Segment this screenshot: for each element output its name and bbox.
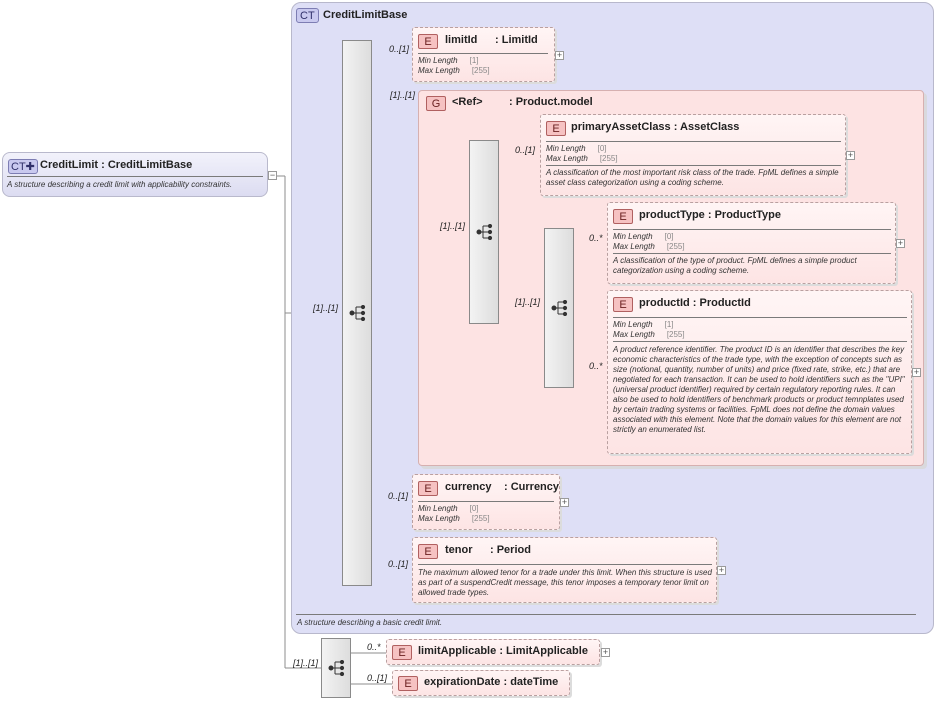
divider bbox=[7, 176, 263, 177]
primary-asset-class-facets: Min Length[0] Max Length[255] bbox=[546, 144, 618, 163]
bottom-sequence-cardinality: [1]..[1] bbox=[293, 658, 319, 668]
ct-badge-icon: CT✚ bbox=[8, 159, 38, 174]
expand-icon[interactable]: + bbox=[601, 647, 610, 657]
tenor-type: : Period bbox=[490, 544, 531, 556]
element-badge-icon: E bbox=[418, 544, 438, 559]
product-type-description: A classification of the type of product.… bbox=[613, 256, 857, 275]
product-id-cardinality: 0..* bbox=[589, 361, 603, 371]
limit-applicable-name: limitApplicable : LimitApplicable bbox=[418, 645, 588, 657]
credit-limit-name: CreditLimit : CreditLimitBase bbox=[40, 159, 193, 171]
product-id-description: A product reference identifier. The prod… bbox=[613, 345, 905, 434]
element-badge-icon: E bbox=[418, 481, 438, 496]
expand-icon[interactable]: + bbox=[555, 50, 564, 60]
limit-applicable-cardinality: 0..* bbox=[367, 642, 381, 652]
product-type-name: productType : ProductType bbox=[639, 209, 781, 221]
product-type-element[interactable]: E productType : ProductType Min Length[0… bbox=[607, 202, 896, 284]
product-type-cardinality: 0..* bbox=[589, 233, 603, 243]
ref-group-name: <Ref> bbox=[452, 96, 483, 108]
tenor-name: tenor bbox=[445, 544, 473, 556]
primary-asset-class-name: primaryAssetClass : AssetClass bbox=[571, 121, 740, 133]
element-badge-icon: E bbox=[613, 209, 633, 224]
divider bbox=[613, 229, 891, 230]
expand-icon[interactable]: + bbox=[717, 565, 726, 575]
sequence-icon bbox=[476, 224, 493, 240]
expand-icon[interactable]: + bbox=[846, 150, 855, 160]
credit-limit-base-description: A structure describing a basic credit li… bbox=[297, 618, 443, 627]
ct-badge-icon: CT bbox=[296, 8, 319, 23]
divider bbox=[546, 165, 841, 166]
sequence-icon bbox=[551, 300, 568, 316]
divider bbox=[546, 141, 841, 142]
divider bbox=[613, 317, 907, 318]
product-id-facets: Min Length[1] Max Length[255] bbox=[613, 320, 685, 339]
main-sequence[interactable] bbox=[342, 40, 372, 586]
sequence-icon bbox=[349, 305, 366, 321]
element-badge-icon: E bbox=[392, 645, 412, 660]
credit-limit-base-name: CreditLimitBase bbox=[323, 9, 408, 21]
divider bbox=[613, 341, 907, 342]
divider bbox=[613, 253, 891, 254]
inner-sequence-1-cardinality: [1]..[1] bbox=[440, 221, 466, 231]
currency-facets: Min Length[0] Max Length[255] bbox=[418, 504, 490, 523]
credit-limit-type[interactable]: CT✚ CreditLimit : CreditLimitBase A stru… bbox=[2, 152, 268, 197]
sequence-icon bbox=[328, 660, 345, 676]
primary-asset-class-description: A classification of the most important r… bbox=[546, 168, 839, 187]
currency-cardinality: 0..[1] bbox=[388, 491, 409, 501]
limit-id-element[interactable]: E limitId : LimitId Min Length[1] Max Le… bbox=[412, 27, 555, 82]
limit-applicable-element[interactable]: E limitApplicable : LimitApplicable bbox=[386, 639, 600, 665]
tenor-cardinality: 0..[1] bbox=[388, 559, 409, 569]
product-type-facets: Min Length[0] Max Length[255] bbox=[613, 232, 685, 251]
expiration-date-element[interactable]: E expirationDate : dateTime bbox=[392, 670, 570, 696]
ref-group-cardinality: [1]..[1] bbox=[390, 90, 416, 100]
product-id-element[interactable]: E productId : ProductId Min Length[1] Ma… bbox=[607, 290, 912, 454]
element-badge-icon: E bbox=[398, 676, 418, 691]
limit-id-name: limitId bbox=[445, 34, 478, 46]
expiration-date-name: expirationDate : dateTime bbox=[424, 676, 559, 688]
primary-asset-class-cardinality: 0..[1] bbox=[515, 145, 536, 155]
limit-id-facets: Min Length[1] Max Length[255] bbox=[418, 56, 490, 75]
divider bbox=[296, 614, 916, 615]
divider bbox=[418, 53, 548, 54]
group-badge-icon: G bbox=[426, 96, 446, 111]
expand-icon[interactable]: + bbox=[912, 367, 921, 377]
credit-limit-description: A structure describing a credit limit wi… bbox=[7, 180, 233, 189]
currency-name: currency bbox=[445, 481, 492, 493]
expiration-date-cardinality: 0..[1] bbox=[367, 673, 388, 683]
product-id-name: productId : ProductId bbox=[639, 297, 751, 309]
limit-id-type: : LimitId bbox=[495, 34, 538, 46]
expand-icon[interactable]: + bbox=[560, 497, 569, 507]
element-badge-icon: E bbox=[613, 297, 633, 312]
currency-type: : Currency bbox=[504, 481, 560, 493]
divider bbox=[418, 564, 712, 565]
limit-id-cardinality: 0..[1] bbox=[389, 44, 410, 54]
element-badge-icon: E bbox=[546, 121, 566, 136]
ref-group-type: : Product.model bbox=[509, 96, 593, 108]
element-badge-icon: E bbox=[418, 34, 438, 49]
currency-element[interactable]: E currency : Currency Min Length[0] Max … bbox=[412, 474, 560, 530]
tenor-element[interactable]: E tenor : Period The maximum allowed ten… bbox=[412, 537, 717, 603]
tenor-description: The maximum allowed tenor for a trade un… bbox=[418, 568, 712, 597]
main-sequence-cardinality: [1]..[1] bbox=[313, 303, 339, 313]
primary-asset-class-element[interactable]: E primaryAssetClass : AssetClass Min Len… bbox=[540, 114, 846, 196]
inner-sequence-2-cardinality: [1]..[1] bbox=[515, 297, 541, 307]
divider bbox=[418, 501, 554, 502]
collapse-icon[interactable]: − bbox=[268, 170, 277, 180]
expand-icon[interactable]: + bbox=[896, 238, 905, 248]
